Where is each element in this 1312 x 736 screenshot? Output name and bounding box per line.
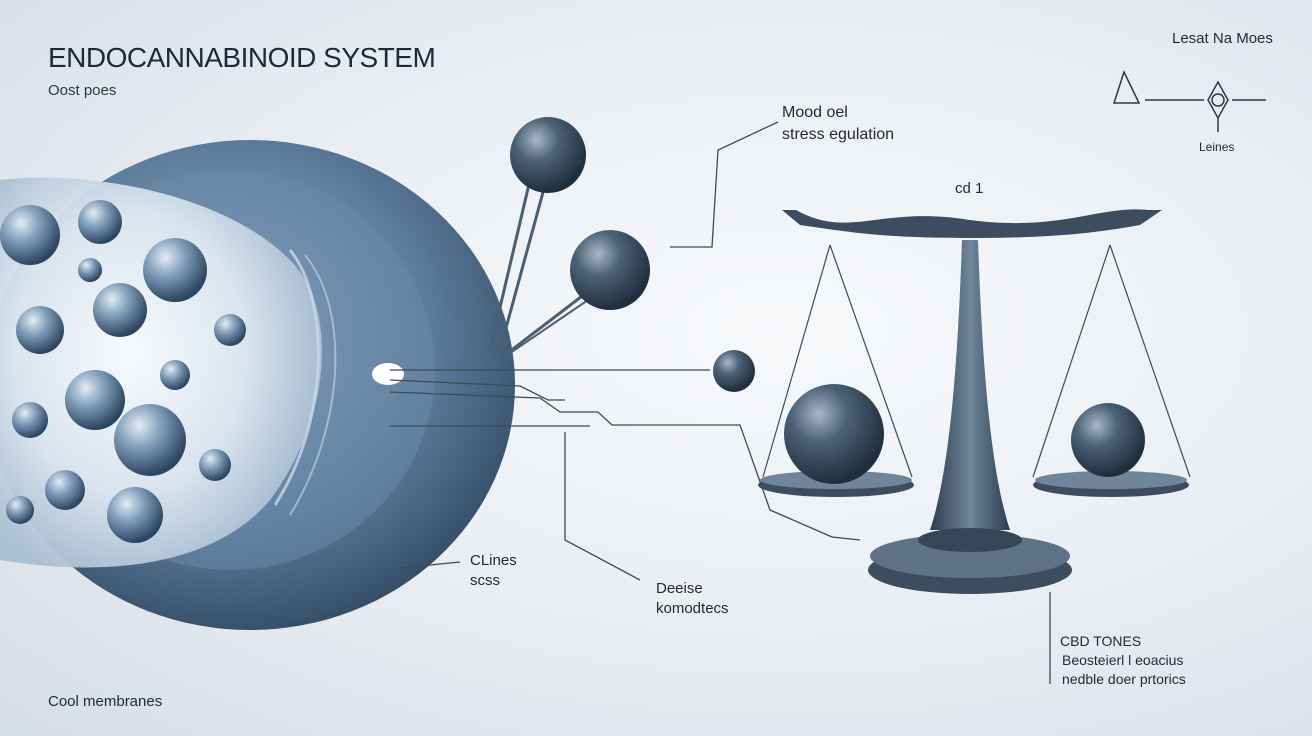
receptor-molecules xyxy=(488,117,755,392)
label-scss: scss xyxy=(470,572,500,589)
legend-title: Lesat Na Moes xyxy=(1172,30,1273,47)
label-cbd-line2: nedble doer prtorics xyxy=(1062,671,1186,687)
cell-illustration xyxy=(0,140,515,630)
legend-diagram xyxy=(1112,69,1266,132)
label-mood: Mood oel xyxy=(782,104,848,121)
label-cb1: cd 1 xyxy=(955,180,984,197)
connector-lines xyxy=(389,121,1051,684)
label-stress-regulation: stress egulation xyxy=(782,126,895,143)
receptor-sphere-small xyxy=(713,350,755,392)
page-title: ENDOCANNABINOID SYSTEM xyxy=(48,42,436,73)
label-clines: CLines xyxy=(470,552,517,569)
scale-weight-left xyxy=(784,384,884,484)
vesicles xyxy=(0,200,246,543)
label-cbd-line1: Beosteierl l eoacius xyxy=(1062,652,1184,668)
balance-scale xyxy=(758,209,1191,594)
label-cell-membranes: Cool membranes xyxy=(48,693,163,710)
scale-weight-right xyxy=(1071,403,1145,477)
page-subtitle: Oost poes xyxy=(48,82,117,99)
label-cbd-tones: CBD TONES xyxy=(1060,633,1142,649)
receptor-sphere-top xyxy=(510,117,586,193)
label-decise: Deeise xyxy=(656,580,703,597)
legend-label: Leines xyxy=(1199,140,1235,154)
receptor-sphere-middle xyxy=(570,230,650,310)
label-komodtecs: komodtecs xyxy=(656,600,729,617)
